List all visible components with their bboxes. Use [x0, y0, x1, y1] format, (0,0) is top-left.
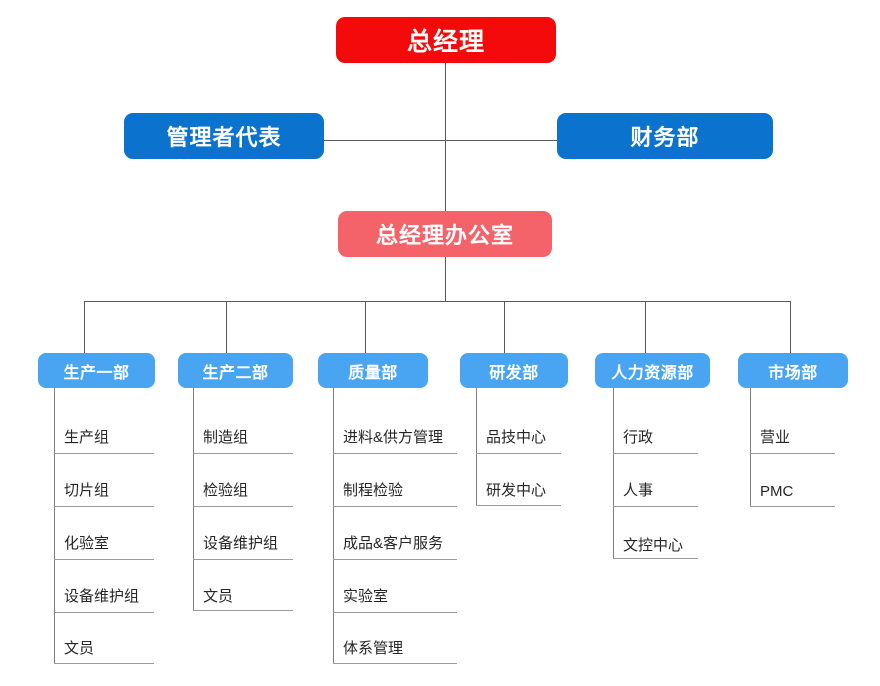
leaf-label[interactable]: 文控中心: [623, 537, 684, 554]
connector-drop-dept-1: [84, 301, 85, 353]
leaf-underline: [613, 558, 698, 559]
leaf-underline: [476, 453, 561, 454]
leaf-label[interactable]: 成品&客户服务: [343, 535, 444, 552]
leaf-underline: [750, 453, 835, 454]
node-department-3[interactable]: 质量部: [318, 353, 428, 388]
leaf-underline: [333, 612, 457, 613]
leaf-underline: [333, 506, 457, 507]
connector-top-to-office: [445, 63, 446, 211]
node-management-representative[interactable]: 管理者代表: [124, 113, 324, 159]
leaf-label[interactable]: 研发中心: [486, 482, 547, 499]
node-general-manager[interactable]: 总经理: [336, 17, 556, 63]
spine-department-2: [193, 388, 194, 610]
connector-department-bus: [84, 301, 791, 302]
leaf-label[interactable]: 生产组: [64, 429, 110, 446]
leaf-underline: [333, 663, 457, 664]
spine-department-4: [476, 388, 477, 505]
leaf-underline: [54, 612, 154, 613]
leaf-label[interactable]: 切片组: [64, 482, 110, 499]
leaf-underline: [193, 453, 293, 454]
spine-department-5: [613, 388, 614, 558]
leaf-label[interactable]: 品技中心: [486, 429, 547, 446]
spine-department-6: [750, 388, 751, 506]
connector-drop-dept-4: [504, 301, 505, 353]
node-department-4[interactable]: 研发部: [460, 353, 568, 388]
leaf-label[interactable]: 进料&供方管理: [343, 429, 444, 446]
leaf-label[interactable]: 实验室: [343, 588, 389, 605]
leaf-underline: [613, 506, 698, 507]
leaf-label[interactable]: 文员: [203, 588, 234, 605]
leaf-underline: [54, 559, 154, 560]
node-department-5[interactable]: 人力资源部: [595, 353, 710, 388]
leaf-label[interactable]: 体系管理: [343, 640, 404, 657]
node-finance-department[interactable]: 财务部: [557, 113, 773, 159]
leaf-underline: [193, 559, 293, 560]
connector-drop-dept-3: [365, 301, 366, 353]
leaf-underline: [476, 505, 561, 506]
connector-office-to-bus: [445, 257, 446, 301]
connector-drop-dept-2: [226, 301, 227, 353]
leaf-label[interactable]: 制程检验: [343, 482, 404, 499]
leaf-label[interactable]: 化验室: [64, 535, 110, 552]
node-department-1[interactable]: 生产一部: [38, 353, 155, 388]
leaf-underline: [193, 506, 293, 507]
connector-drop-dept-6: [790, 301, 791, 353]
leaf-label[interactable]: 设备维护组: [64, 588, 140, 605]
leaf-label[interactable]: 营业: [760, 429, 791, 446]
leaf-label[interactable]: 检验组: [203, 482, 249, 499]
spine-department-3: [333, 388, 334, 663]
leaf-label[interactable]: PMC: [760, 483, 794, 500]
leaf-label[interactable]: 设备维护组: [203, 535, 279, 552]
leaf-label[interactable]: 制造组: [203, 429, 249, 446]
leaf-underline: [193, 610, 293, 611]
leaf-label[interactable]: 行政: [623, 429, 654, 446]
leaf-underline: [613, 453, 698, 454]
leaf-underline: [54, 506, 154, 507]
leaf-underline: [750, 506, 835, 507]
leaf-underline: [54, 663, 154, 664]
node-gm-office[interactable]: 总经理办公室: [338, 211, 552, 257]
leaf-label[interactable]: 人事: [623, 482, 654, 499]
leaf-underline: [54, 453, 154, 454]
connector-drop-dept-5: [645, 301, 646, 353]
spine-department-1: [54, 388, 55, 663]
leaf-label[interactable]: 文员: [64, 640, 95, 657]
node-department-2[interactable]: 生产二部: [178, 353, 293, 388]
leaf-underline: [333, 453, 457, 454]
leaf-underline: [333, 559, 457, 560]
connector-side-horizontal: [323, 140, 559, 141]
node-department-6[interactable]: 市场部: [738, 353, 848, 388]
